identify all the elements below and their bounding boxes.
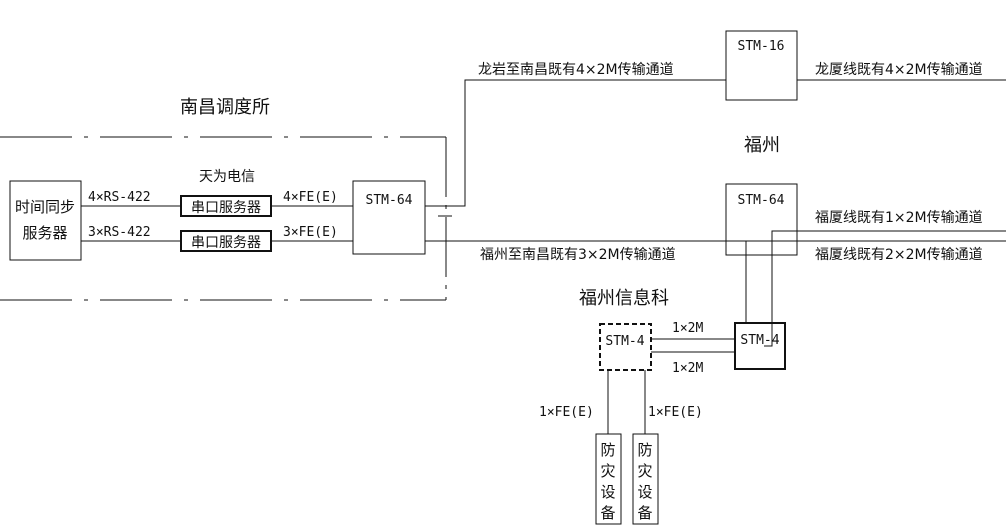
rs422-label-bottom: 3×RS-422 (88, 225, 151, 240)
nanchang-stm64-box (352, 180, 426, 255)
fuzhou-region-label: 福州 (744, 135, 780, 156)
disaster-device-right-char-2: 灾 (637, 462, 652, 480)
time-sync-server-label-1: 时间同步 (15, 198, 75, 216)
longyan-stm16-label: STM-16 (738, 39, 785, 54)
rs422-label-top: 4×RS-422 (88, 190, 151, 205)
fuzhou-info-stm4-label: STM-4 (605, 334, 644, 349)
fuzhou-info-region-label: 福州信息科 (579, 288, 669, 309)
disaster-device-right-char-4: 备 (637, 504, 652, 522)
disaster-device-left-char-1: 防 (600, 441, 615, 459)
disaster-device-right-char-1: 防 (637, 441, 652, 459)
link-2m-bottom-label: 1×2M (672, 361, 703, 376)
longyan-nanchang-route (425, 79, 726, 207)
fe-label-top: 4×FE(E) (283, 190, 338, 205)
fuzhou-stm64-label: STM-64 (738, 193, 785, 208)
fuzhou-stm4-label: STM-4 (740, 333, 779, 348)
fe-label-bottom: 3×FE(E) (283, 225, 338, 240)
longyan-nanchang-route-label: 龙岩至南昌既有4×2M传输通道 (478, 62, 674, 78)
fuxia-line-1-label: 福厦线既有1×2M传输通道 (815, 210, 983, 226)
vendor-label: 天为电信 (199, 169, 255, 185)
disaster-device-left-char-3: 设 (600, 483, 615, 501)
fuxia-line-2-label: 福厦线既有2×2M传输通道 (815, 247, 983, 263)
disaster-device-left-box (595, 433, 622, 525)
fe-device-left-label: 1×FE(E) (539, 405, 594, 420)
fe-device-right-label: 1×FE(E) (648, 405, 703, 420)
fuzhou-stm64-box (725, 183, 798, 256)
serial-server-top-label: 串口服务器 (191, 200, 261, 216)
link-2m-top-label: 1×2M (672, 321, 703, 336)
disaster-device-right-char-3: 设 (637, 483, 652, 501)
fuzhou-info-stm4-box (599, 323, 652, 371)
longyan-stm16-box (725, 30, 798, 101)
disaster-device-left-char-4: 备 (600, 504, 615, 522)
nanchang-stm64-label: STM-64 (366, 193, 413, 208)
disaster-device-right-box (632, 433, 659, 525)
time-sync-server-box (9, 180, 82, 261)
disaster-device-left-char-2: 灾 (600, 462, 615, 480)
fuzhou-nanchang-route-label: 福州至南昌既有3×2M传输通道 (480, 247, 676, 263)
longxia-line-label: 龙厦线既有4×2M传输通道 (815, 62, 983, 78)
nanchang-region (0, 136, 447, 301)
fuzhou-stm64-to-stm4-link-b (764, 230, 1006, 347)
fuzhou-stm4-box (734, 322, 786, 370)
time-sync-server-label-2: 服务器 (22, 224, 67, 242)
serial-server-bottom-label: 串口服务器 (191, 235, 261, 251)
nanchang-region-label: 南昌调度所 (180, 97, 270, 118)
